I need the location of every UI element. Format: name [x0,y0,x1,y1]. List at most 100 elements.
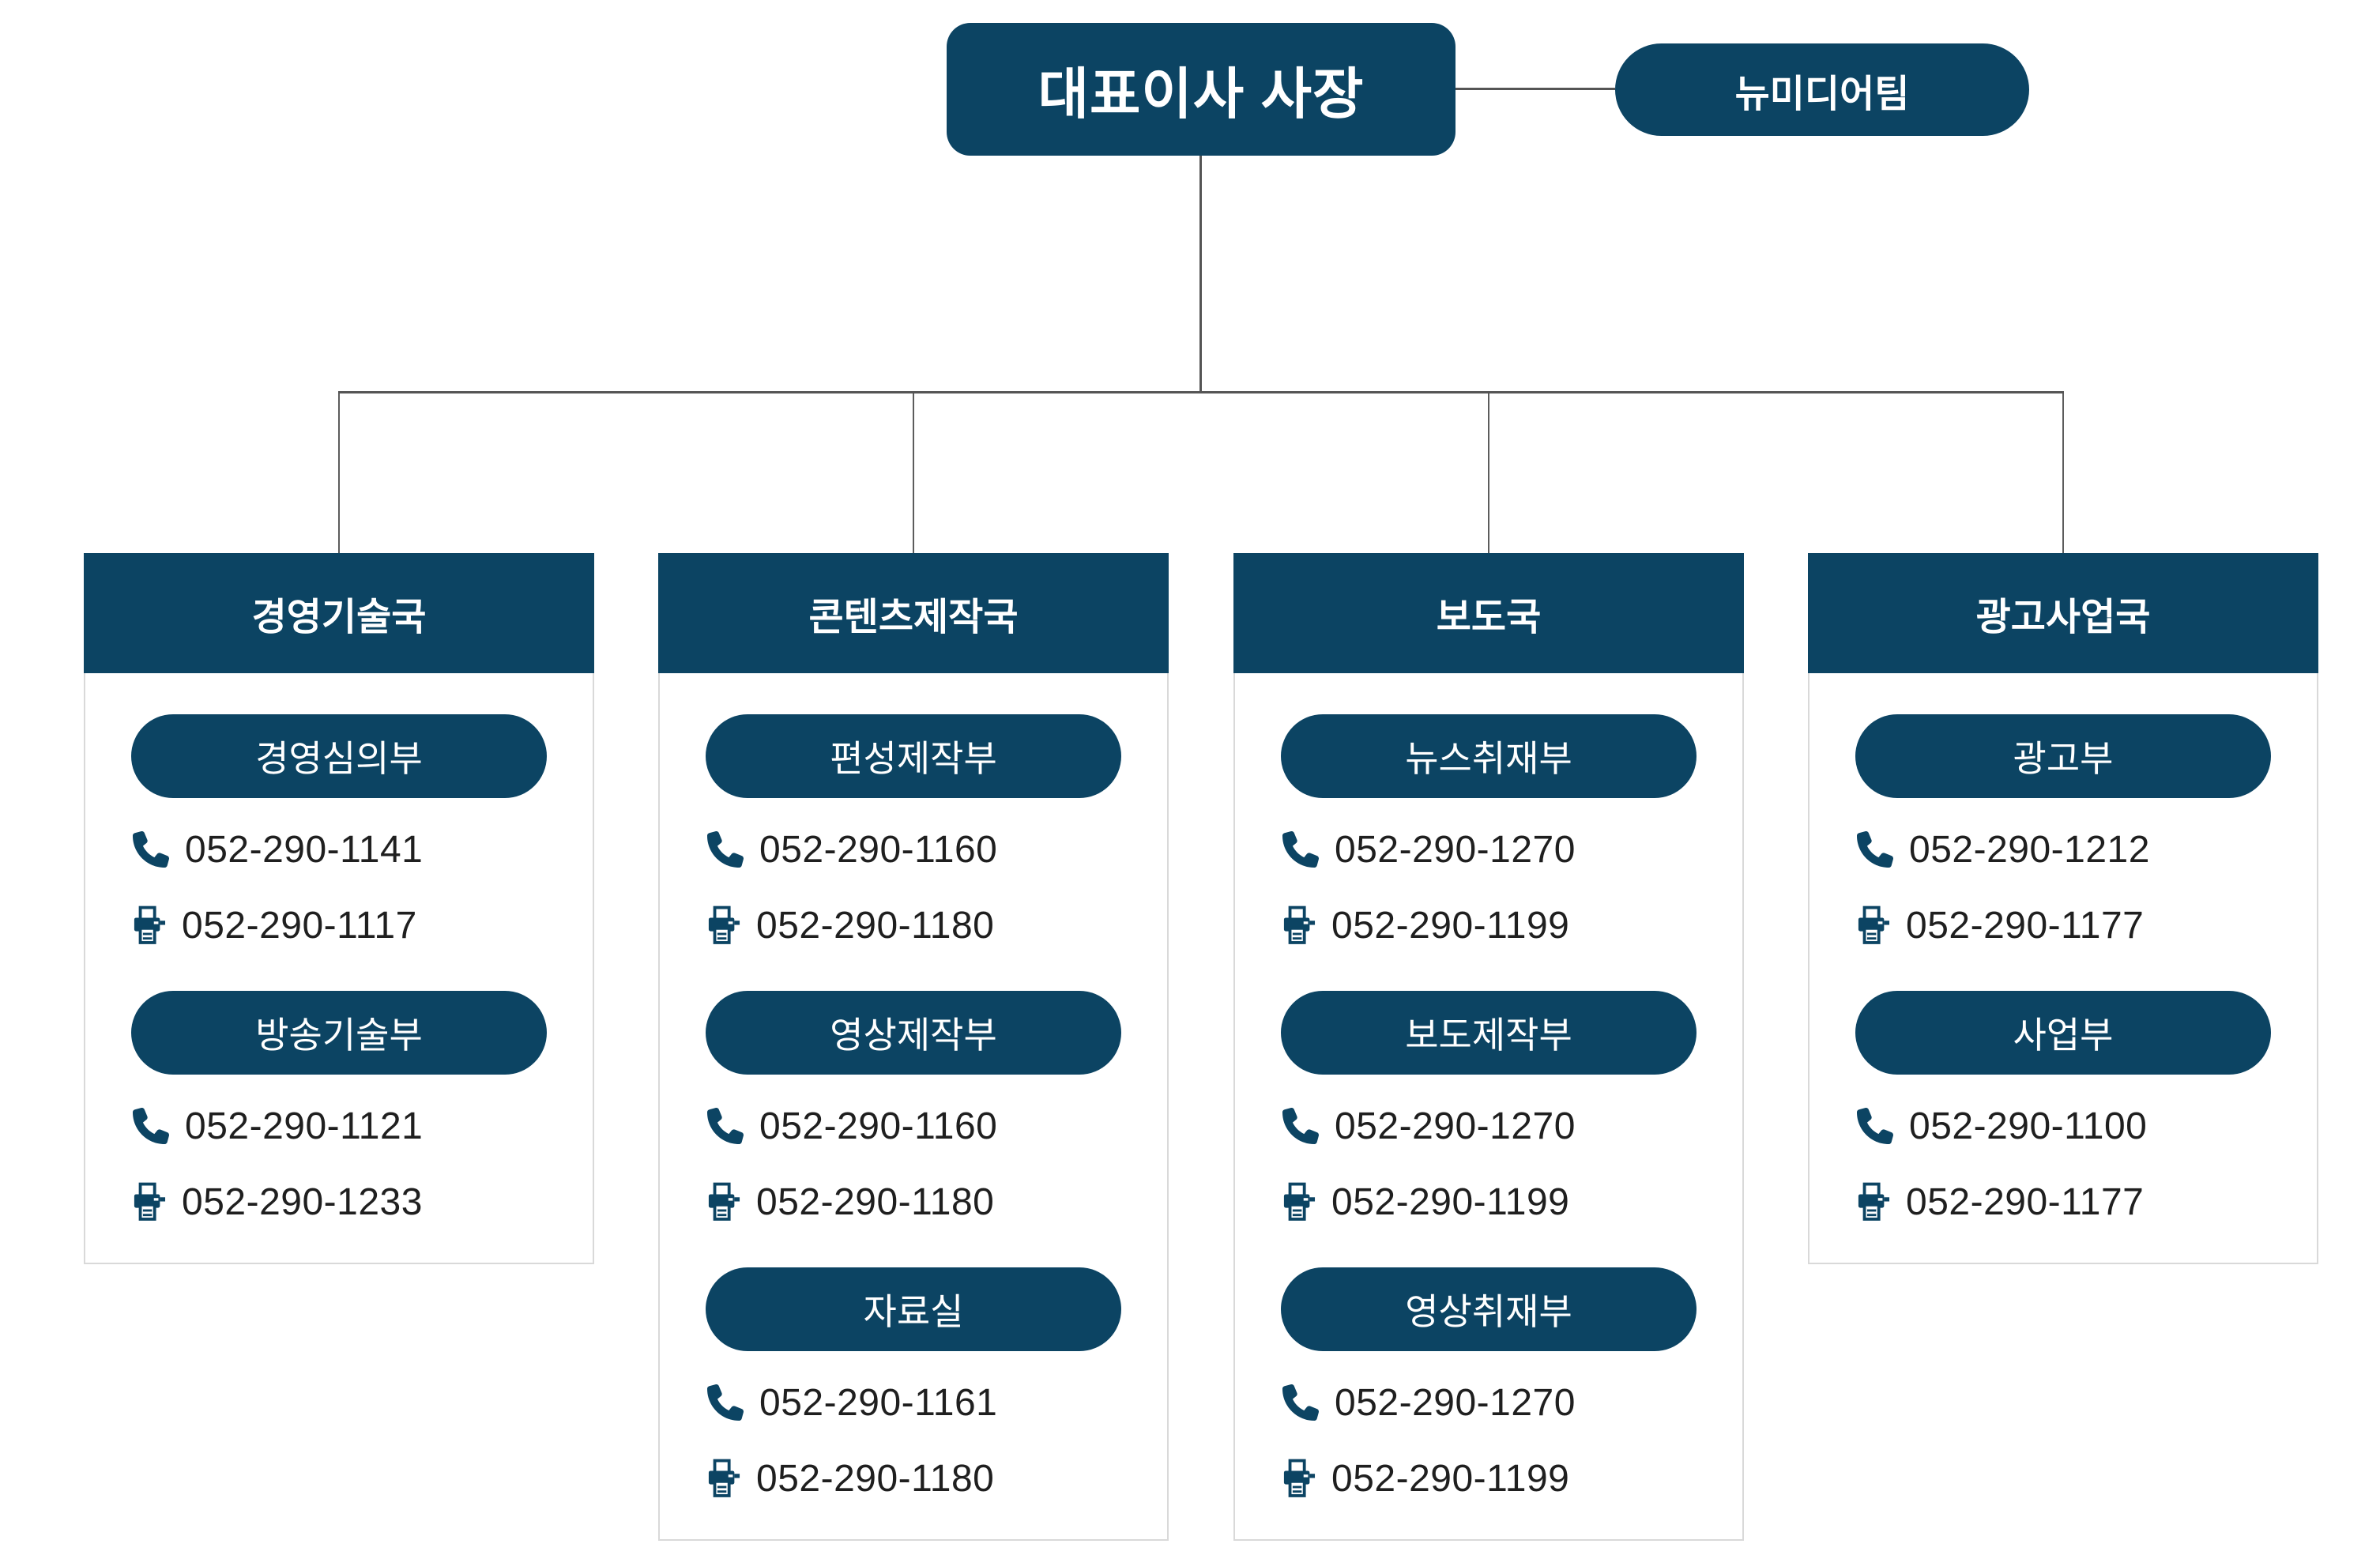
phone-icon [707,1384,744,1421]
connector-horizontal-bus [338,391,2064,393]
fax-number: 052-290-1180 [756,904,995,947]
fax-row: 052-290-1177 [1855,901,2271,950]
phone-number: 052-290-1160 [759,828,998,871]
fax-number: 052-290-1177 [1906,904,2145,947]
dept-header: 경영기술국 [84,553,594,673]
phone-number: 052-290-1270 [1335,1381,1576,1424]
fax-row: 052-290-1180 [706,1177,1121,1226]
phone-number: 052-290-1270 [1335,828,1576,871]
team-pill: 광고부 [1855,714,2271,798]
dept-card-management-tech: 경영기술국 경영심의부 052-290-1141 052-290-1117 방송… [84,553,594,1264]
phone-number: 052-290-1161 [759,1381,998,1424]
phone-icon [133,1108,169,1144]
phone-icon [707,1108,744,1144]
dept-card-ad-business: 광고사업국 광고부 052-290-1212 052-290-1177 사업부 … [1808,553,2318,1264]
team-label: 영상취재부 [1405,1291,1572,1332]
root-node-label: 대표이사 사장 [1037,62,1365,125]
phone-number: 052-290-1270 [1335,1105,1576,1147]
fax-number: 052-290-1199 [1331,1180,1570,1223]
phone-icon [1857,1108,1893,1144]
dept-body: 편성제작부 052-290-1160 052-290-1180 영상제작부 05… [660,673,1167,1539]
connector-drop-dept-0 [338,393,340,554]
phone-row: 052-290-1121 [131,1101,547,1150]
phone-icon [1282,1108,1319,1144]
phone-icon [1282,831,1319,868]
fax-row: 052-290-1180 [706,1454,1121,1503]
phone-number: 052-290-1212 [1909,828,2150,871]
fax-row: 052-290-1199 [1281,1177,1697,1226]
phone-row: 052-290-1100 [1855,1101,2271,1150]
team-label: 사업부 [2013,1015,2114,1056]
team-pill: 편성제작부 [706,714,1121,798]
root-node-ceo: 대표이사 사장 [947,23,1455,156]
dept-header: 보도국 [1233,553,1744,673]
fax-number: 052-290-1180 [756,1457,995,1500]
dept-title: 콘텐츠제작국 [808,597,1019,638]
dept-header: 콘텐츠제작국 [658,553,1169,673]
team-label: 방송기술부 [255,1015,423,1056]
dept-title: 경영기술국 [251,597,427,638]
phone-row: 052-290-1270 [1281,1101,1697,1150]
dept-body: 광고부 052-290-1212 052-290-1177 사업부 052-29… [1809,673,2317,1263]
dept-title: 보도국 [1436,597,1542,638]
team-label: 영상제작부 [830,1015,997,1056]
fax-icon [707,1459,740,1497]
phone-row: 052-290-1270 [1281,1378,1697,1427]
fax-number: 052-290-1233 [182,1180,423,1223]
team-label: 편성제작부 [830,738,997,779]
dept-title: 광고사업국 [1975,597,2151,638]
fax-row: 052-290-1199 [1281,901,1697,950]
phone-icon [707,831,744,868]
dept-body: 경영심의부 052-290-1141 052-290-1117 방송기술부 05… [85,673,593,1263]
phone-row: 052-290-1161 [706,1378,1121,1427]
fax-icon [133,906,166,944]
fax-icon [1282,1459,1316,1497]
fax-icon [1282,1182,1316,1221]
fax-number: 052-290-1180 [756,1180,995,1223]
fax-icon [1282,906,1316,944]
phone-row: 052-290-1270 [1281,825,1697,874]
fax-icon [1857,1182,1890,1221]
phone-row: 052-290-1212 [1855,825,2271,874]
phone-number: 052-290-1160 [759,1105,998,1147]
dept-header: 광고사업국 [1808,553,2318,673]
phone-icon [1857,831,1893,868]
team-pill: 방송기술부 [131,991,547,1075]
phone-number: 052-290-1100 [1909,1105,2148,1147]
fax-icon [133,1182,166,1221]
phone-row: 052-290-1141 [131,825,547,874]
fax-number: 052-290-1199 [1331,904,1570,947]
team-pill: 영상취재부 [1281,1267,1697,1351]
team-label: 광고부 [2013,738,2114,779]
connector-drop-dept-1 [913,393,914,554]
fax-row: 052-290-1233 [131,1177,547,1226]
phone-row: 052-290-1160 [706,825,1121,874]
fax-row: 052-290-1117 [131,901,547,950]
connector-drop-dept-2 [1488,393,1489,554]
fax-icon [707,1182,740,1221]
fax-number: 052-290-1199 [1331,1457,1570,1500]
connector-drop-dept-3 [2062,393,2064,554]
dept-card-news: 보도국 뉴스취재부 052-290-1270 052-290-1199 보도제작… [1233,553,1744,1541]
team-pill: 영상제작부 [706,991,1121,1075]
fax-row: 052-290-1180 [706,901,1121,950]
fax-icon [1857,906,1890,944]
fax-row: 052-290-1199 [1281,1454,1697,1503]
dept-body: 뉴스취재부 052-290-1270 052-290-1199 보도제작부 05… [1235,673,1742,1539]
dept-card-content-production: 콘텐츠제작국 편성제작부 052-290-1160 052-290-1180 영… [658,553,1169,1541]
team-label: 뉴스취재부 [1405,738,1572,779]
staff-node-label: 뉴미디어팀 [1734,73,1910,115]
team-pill: 자료실 [706,1267,1121,1351]
team-pill: 사업부 [1855,991,2271,1075]
team-pill: 경영심의부 [131,714,547,798]
connector-ceo-to-newmedia [1455,88,1615,90]
phone-row: 052-290-1160 [706,1101,1121,1150]
team-pill: 뉴스취재부 [1281,714,1697,798]
team-label: 경영심의부 [255,738,423,779]
phone-icon [133,831,169,868]
connector-ceo-vertical [1199,156,1202,393]
staff-node-newmedia: 뉴미디어팀 [1615,43,2029,136]
phone-icon [1282,1384,1319,1421]
phone-number: 052-290-1121 [185,1105,424,1147]
